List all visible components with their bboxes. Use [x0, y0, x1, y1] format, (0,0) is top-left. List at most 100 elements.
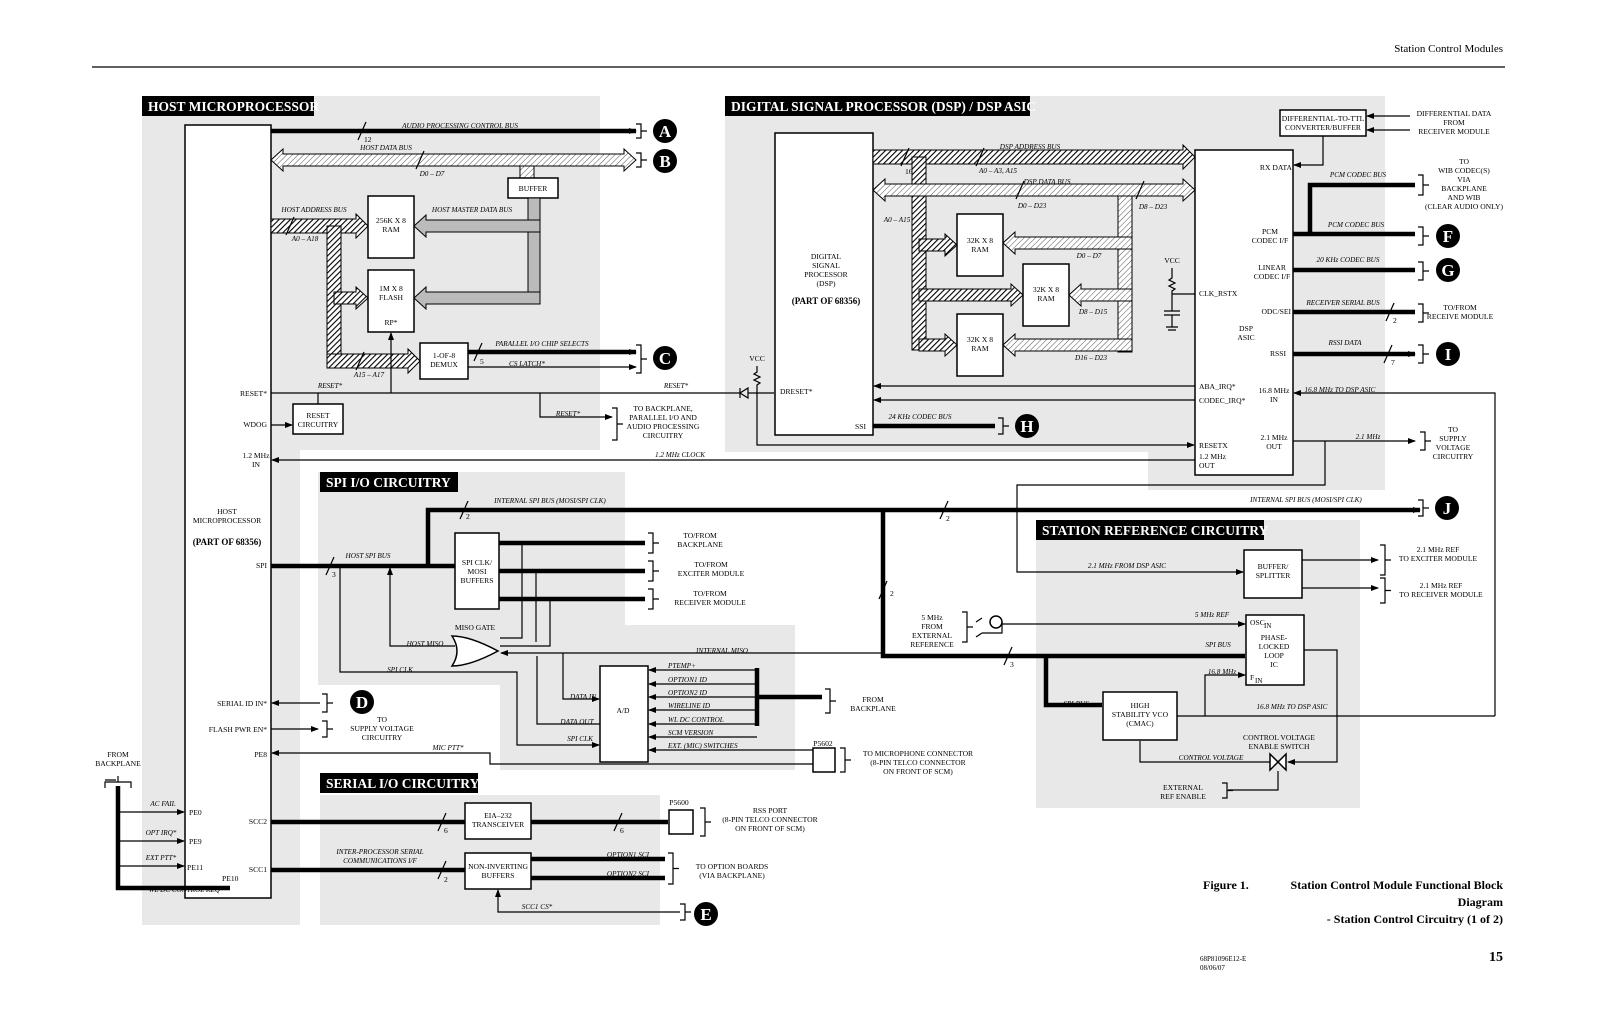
connector-e-label: E	[700, 905, 711, 924]
label-ref-ext-ref-0: 5 MHz	[921, 613, 943, 622]
connector-f-icon	[1436, 224, 1460, 248]
label-serial-scc1-cs: SCC1 CS*	[522, 903, 553, 911]
section-title-bg	[725, 96, 1030, 116]
buffer-tap	[519, 165, 535, 179]
label-spi-ad: A/D	[616, 706, 630, 715]
label-ref-ext-ref-3: REFERENCE	[910, 640, 954, 649]
label-spi-mic-conn-2: ON FRONT OF SCM)	[883, 767, 953, 776]
label-host-clock: 1.2 MHz CLOCK	[655, 451, 706, 459]
connector-f-label: F	[1443, 227, 1453, 246]
label-dsp-rx-serial: RECEIVER SERIAL BUS	[1305, 299, 1380, 307]
spi-clk-line	[339, 568, 600, 748]
dsp-data-ram3	[1002, 332, 1133, 358]
label-dsp-diff-from-1: FROM	[1443, 118, 1465, 127]
label-spi-to-bp-1: BACKPLANE	[677, 540, 723, 549]
label-dsp-ram-1: RAM	[1037, 294, 1055, 303]
label-dsp-codec24: 24 KHz CODEC BUS	[889, 413, 952, 421]
connector-a-label: A	[659, 122, 672, 141]
section-title-bg	[320, 773, 478, 793]
label-serial-rss-0: RSS PORT	[753, 806, 788, 815]
bracket	[636, 152, 647, 168]
bracket	[648, 588, 659, 610]
label-dsp-to-wib-2: VIA	[1457, 175, 1471, 184]
label-dsp-khz20: 20 KHz CODEC BUS	[1317, 256, 1380, 264]
label-ref-ref-rx-0: 2.1 MHz REF	[1420, 581, 1463, 590]
vco-feedback-line	[1204, 672, 1246, 716]
section-title-bg	[142, 96, 314, 116]
label-dsp-to-wib-1: WIB CODEC(S)	[1438, 166, 1490, 175]
dsp-addr-ram1	[918, 232, 958, 258]
label-serial-rss-1: (8-PIN TELCO CONNECTOR	[722, 815, 818, 824]
label-dsp-to-supply-3: CIRCUITRY	[1433, 452, 1474, 461]
bracket	[840, 747, 851, 773]
label-ref-pll-1: LOCKED	[1259, 642, 1290, 651]
label-dsp-pcm2: PCM CODEC BUS	[1327, 221, 1385, 229]
label-serial-eia-0: EIA–232	[484, 811, 512, 820]
host-microprocessor-box	[184, 124, 272, 899]
label-host-ram-1: RAM	[382, 225, 400, 234]
label-dsp-pcm-if-1: CODEC I/F	[1252, 236, 1289, 245]
label-host-data-range: D0 – D7	[419, 170, 445, 178]
label-host-reset-circ-0: RESET	[306, 411, 330, 420]
label-ref-buf-0: BUFFER/	[1258, 562, 1290, 571]
buffer-splitter-box	[1243, 549, 1303, 599]
label-dsp-rssi: RSSI	[1270, 349, 1287, 358]
section-title-ref: STATION REFERENCE CIRCUITRY	[1042, 523, 1269, 538]
label-dsp-diff-from-0: DIFFERENTIAL DATA	[1417, 109, 1492, 118]
label-dsp-to-wib-3: BACKPLANE	[1441, 184, 1487, 193]
label-ref-mhz168: 16.8 MHz	[1208, 668, 1237, 676]
bracket	[1418, 226, 1429, 246]
label-ref-int-spi: INTERNAL SPI BUS (MOSI/SPI CLK)	[1249, 496, 1362, 504]
bracket	[612, 407, 623, 441]
bracket	[700, 807, 711, 837]
demux-box	[419, 342, 469, 380]
label-caption-lines-2: - Station Control Circuitry (1 of 2)	[1327, 912, 1503, 926]
label-dsp-d0: D0 – D7	[1076, 252, 1102, 260]
vco-spi-bus	[1043, 656, 1102, 708]
label-caption-lines-0: Station Control Module Functional Block	[1291, 878, 1504, 892]
bus-width-slash	[325, 556, 335, 576]
dsp-data-ram2	[1068, 282, 1133, 308]
label-host-addr-range: A0 – A18	[291, 235, 319, 243]
label-dsp-data-bus: DSP DATA BUS	[1023, 178, 1071, 186]
label-host-audio-width: 12	[364, 135, 372, 144]
connector-j-icon	[1435, 496, 1459, 520]
label-ref-pll-2: LOOP	[1264, 651, 1284, 660]
label-spi-buffers-1: MOSI	[468, 567, 487, 576]
section-title-host: HOST MICROPROCESSOR	[148, 99, 319, 114]
dsp-addr-ram2	[918, 282, 1024, 308]
label-spi-spi-clk: SPI CLK	[387, 666, 414, 674]
control-voltage-line	[1139, 741, 1270, 763]
label-dsp-diff-0: DIFFERENTIAL-TO-TTL	[1282, 114, 1365, 123]
label-host-ram-0: 256K X 8	[376, 216, 406, 225]
connector-c-icon	[653, 346, 677, 370]
vcc-filter-icon	[1164, 268, 1195, 331]
label-footer-doc: 68P81096E12-E	[1200, 955, 1246, 963]
miso-gate-icon	[450, 635, 500, 667]
label-host-serial-id: SERIAL ID IN*	[217, 699, 267, 708]
label-spi-host-width: 3	[332, 570, 336, 579]
label-ref-vco-1: STABILITY VCO	[1112, 710, 1169, 719]
label-spi-buffers-0: SPI CLK/	[462, 558, 493, 567]
miso-drop-1	[500, 543, 523, 639]
bus-width-slash	[285, 216, 295, 236]
label-spi-inputs-0: PTEMP+	[667, 662, 696, 670]
label-host-backplane-1: BACKPLANE	[95, 759, 141, 768]
label-dsp-vcc1: VCC	[1164, 256, 1180, 265]
bracket	[1380, 544, 1391, 576]
bracket	[648, 532, 659, 554]
bracket	[322, 693, 333, 713]
label-dsp-out12-1: OUT	[1199, 461, 1215, 470]
label-dsp-rssi-data: RSSI DATA	[1328, 339, 1363, 347]
label-dsp-aba: ABA_IRQ*	[1199, 382, 1236, 391]
connector-d-label: D	[356, 693, 368, 712]
host-data-bus	[270, 147, 637, 173]
label-serial-w3: 2	[444, 875, 448, 884]
label-serial-nib-0: NON-INVERTING	[468, 862, 528, 871]
label-spi-inputs-1: OPTION1 ID	[668, 676, 708, 684]
label-dsp-to-supply-0: TO	[1448, 425, 1459, 434]
label-ref-cv: CONTROL VOLTAGE	[1179, 754, 1244, 762]
label-host-pe10: PE10	[222, 874, 239, 883]
bracket	[636, 344, 647, 374]
ref-spi-bus	[880, 510, 1245, 659]
